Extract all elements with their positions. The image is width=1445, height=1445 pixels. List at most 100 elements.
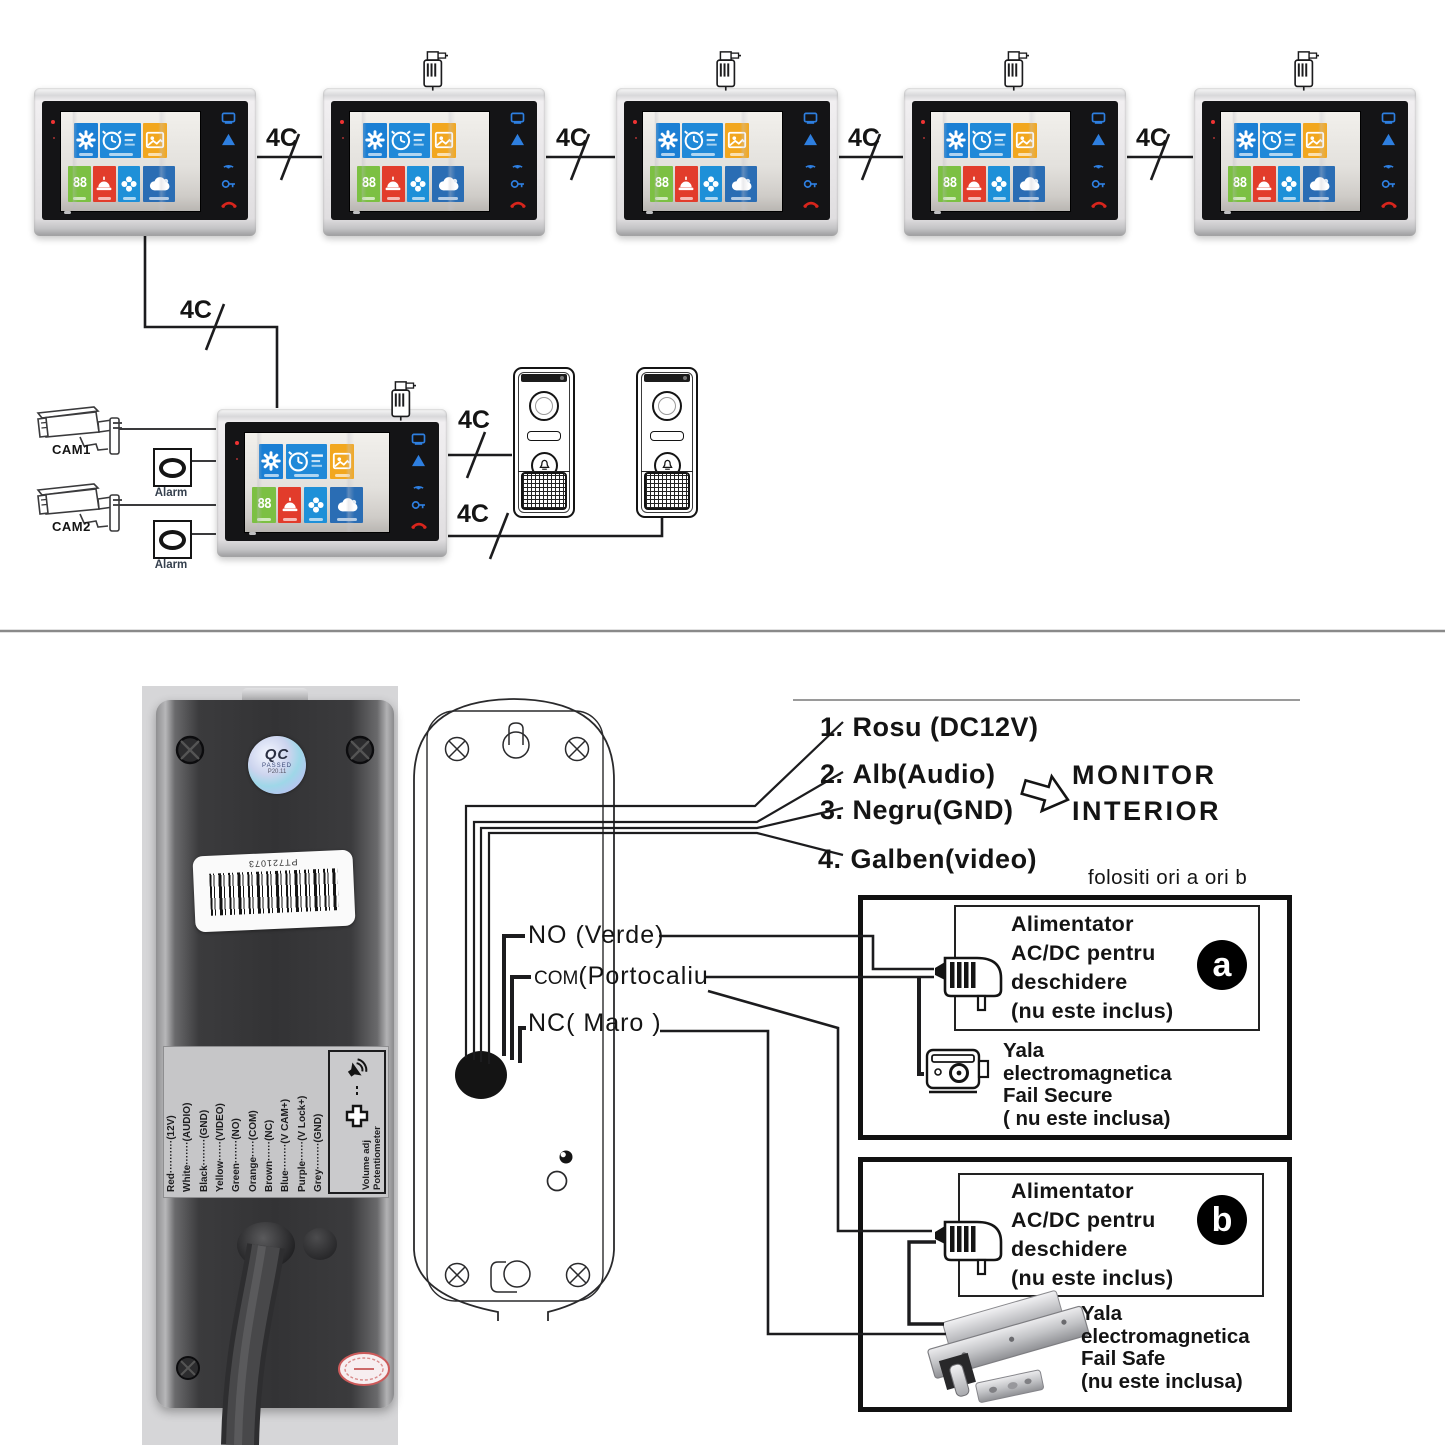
ir-strip bbox=[644, 374, 690, 382]
unlock-key-icon[interactable] bbox=[1091, 178, 1106, 190]
unlock-key-icon[interactable] bbox=[411, 499, 426, 511]
monitor-screen[interactable]: 88 bbox=[60, 111, 201, 212]
tile-settings[interactable] bbox=[74, 123, 99, 158]
hangup-key-icon[interactable] bbox=[803, 199, 819, 209]
option-b-lock-text: Yala electromagnetica Fail Safe (nu este… bbox=[1081, 1302, 1250, 1393]
tile-clock[interactable] bbox=[100, 123, 141, 158]
signal-key-icon[interactable] bbox=[510, 156, 525, 169]
signal-key-icon[interactable] bbox=[221, 156, 236, 169]
tile-clock-display[interactable]: 88 bbox=[68, 165, 91, 202]
signal-key-icon[interactable] bbox=[1091, 156, 1106, 169]
monitor-key-icon[interactable] bbox=[803, 112, 818, 124]
fan-icon bbox=[121, 176, 137, 192]
tile-messages[interactable] bbox=[431, 165, 465, 202]
monitor-bezel: 88 bbox=[1201, 101, 1409, 220]
fan-icon bbox=[410, 176, 426, 192]
talk-key-icon[interactable] bbox=[1381, 133, 1396, 146]
hangup-key-icon[interactable] bbox=[411, 520, 427, 530]
hangup-key-icon[interactable] bbox=[221, 199, 237, 209]
unlock-key-icon[interactable] bbox=[803, 178, 818, 190]
tile-photos[interactable] bbox=[1303, 123, 1327, 158]
tile-intercom[interactable] bbox=[988, 165, 1011, 202]
monitor-screen[interactable]: 88 bbox=[930, 111, 1071, 212]
tile-alarm[interactable] bbox=[963, 165, 986, 202]
barcode-label: PT721073 bbox=[192, 849, 356, 933]
cable-label-7: 4C bbox=[457, 500, 489, 528]
monitor-screen[interactable]: 88 bbox=[1220, 111, 1361, 212]
tile-alarm[interactable] bbox=[675, 165, 698, 202]
alarm-siren-icon bbox=[96, 176, 112, 190]
tile-intercom[interactable] bbox=[407, 165, 430, 202]
wire-purple: Purple······(V Lock+) bbox=[296, 1095, 308, 1192]
tile-clock[interactable] bbox=[285, 444, 328, 479]
monitor-key-icon[interactable] bbox=[1091, 112, 1106, 124]
unlock-key-icon[interactable] bbox=[510, 178, 525, 190]
monitor-screen[interactable]: 88 bbox=[642, 111, 783, 212]
tile-clock-display[interactable]: 88 bbox=[938, 165, 961, 202]
tile-settings[interactable] bbox=[656, 123, 681, 158]
tile-alarm[interactable] bbox=[1253, 165, 1276, 202]
unlock-key-icon[interactable] bbox=[221, 178, 236, 190]
tile-intercom[interactable] bbox=[1278, 165, 1301, 202]
hangup-key-icon[interactable] bbox=[1381, 199, 1397, 209]
tile-clock-display[interactable]: 88 bbox=[357, 165, 380, 202]
monitor-key-icon[interactable] bbox=[221, 112, 236, 124]
tile-clock[interactable] bbox=[389, 123, 430, 158]
talk-key-icon[interactable] bbox=[1091, 133, 1106, 146]
monitor-screen[interactable]: 88 bbox=[244, 432, 390, 533]
tile-photos[interactable] bbox=[725, 123, 749, 158]
tile-clock-display[interactable]: 88 bbox=[252, 486, 276, 523]
tile-alarm[interactable] bbox=[278, 486, 302, 523]
monitor-key-icon[interactable] bbox=[411, 433, 426, 445]
photo-icon bbox=[434, 132, 453, 149]
hangup-key-icon[interactable] bbox=[510, 199, 526, 209]
alarm-siren-icon bbox=[282, 497, 298, 511]
hangup-key-icon[interactable] bbox=[1091, 199, 1107, 209]
talk-key-icon[interactable] bbox=[411, 454, 426, 467]
tile-photos[interactable] bbox=[143, 123, 167, 158]
unlock-key-icon[interactable] bbox=[1381, 178, 1396, 190]
tile-intercom[interactable] bbox=[304, 486, 328, 523]
tile-messages[interactable] bbox=[1012, 165, 1046, 202]
tile-clock[interactable] bbox=[1260, 123, 1301, 158]
option-b-box: Alimentator AC/DC pentru deschidere (nu … bbox=[858, 1157, 1292, 1412]
tile-clock-display[interactable]: 88 bbox=[1228, 165, 1251, 202]
fail-secure-lock-icon bbox=[925, 1048, 990, 1094]
tile-intercom[interactable] bbox=[118, 165, 141, 202]
monitor-key-icon[interactable] bbox=[1381, 112, 1396, 124]
tile-messages[interactable] bbox=[1302, 165, 1336, 202]
tile-alarm[interactable] bbox=[382, 165, 405, 202]
tile-settings[interactable] bbox=[1234, 123, 1259, 158]
tile-photos[interactable] bbox=[432, 123, 456, 158]
tile-intercom[interactable] bbox=[700, 165, 723, 202]
tile-messages[interactable] bbox=[724, 165, 758, 202]
monitor-key-icon[interactable] bbox=[510, 112, 525, 124]
talk-key-icon[interactable] bbox=[803, 133, 818, 146]
alarm-clock-icon bbox=[684, 130, 719, 151]
status-led bbox=[52, 136, 55, 139]
tile-settings[interactable] bbox=[944, 123, 969, 158]
tile-settings[interactable] bbox=[363, 123, 388, 158]
tile-clock[interactable] bbox=[970, 123, 1011, 158]
signal-key-icon[interactable] bbox=[803, 156, 818, 169]
signal-key-icon[interactable] bbox=[1381, 156, 1396, 169]
tile-clock[interactable] bbox=[682, 123, 723, 158]
qc-hologram-sticker: QC PASSED P20.11 bbox=[248, 736, 306, 794]
tile-messages[interactable] bbox=[329, 486, 364, 523]
talk-key-icon[interactable] bbox=[221, 133, 236, 146]
tile-alarm[interactable] bbox=[93, 165, 116, 202]
tile-settings[interactable] bbox=[258, 444, 284, 479]
talk-key-icon[interactable] bbox=[510, 133, 525, 146]
fail-safe-bolt-lock-photo bbox=[927, 1290, 1090, 1403]
signal-key-icon[interactable] bbox=[411, 477, 426, 490]
status-led bbox=[341, 136, 344, 139]
tile-clock-display[interactable]: 88 bbox=[650, 165, 673, 202]
psu-adapter-icon bbox=[935, 956, 1003, 1012]
ir-led bbox=[683, 376, 687, 380]
monitor-screen[interactable]: 88 bbox=[349, 111, 490, 212]
tile-photos[interactable] bbox=[1013, 123, 1037, 158]
volume-adjust-box[interactable]: Volume adj Potentiometer bbox=[328, 1050, 386, 1194]
tile-messages[interactable] bbox=[142, 165, 176, 202]
tile-photos[interactable] bbox=[329, 444, 355, 479]
